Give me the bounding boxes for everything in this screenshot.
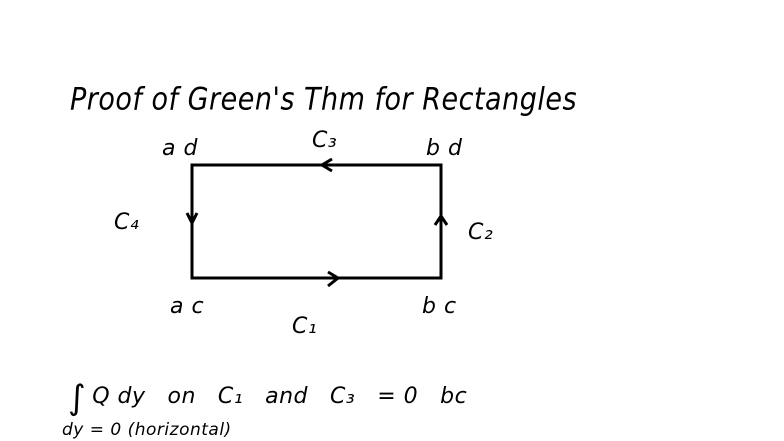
page-title: Proof of Green's Thm for Rectangles — [70, 82, 578, 118]
corner-label-bottom-left: a c — [170, 294, 205, 319]
arrow-right-icon — [327, 270, 341, 288]
corner-label-top-left: a d — [162, 136, 198, 161]
note-line-1: ∫Q dy on C₁ and C₃ = 0 bc — [68, 372, 468, 418]
integral-sign: ∫ — [68, 378, 87, 418]
arrow-down-icon — [185, 212, 199, 227]
arrow-up-icon — [433, 213, 449, 226]
edge-label-c4: C₄ — [114, 210, 140, 235]
edge-label-c2: C₂ — [468, 220, 494, 245]
curve-c1: C₁ — [217, 384, 244, 409]
equals-zero: = 0 — [377, 384, 419, 409]
rectangle-path — [190, 163, 443, 280]
corner-label-top-right: b d — [426, 136, 463, 161]
edge-label-c1: C₁ — [292, 314, 318, 339]
arrow-left-icon — [319, 157, 333, 173]
edge-label-c3: C₃ — [312, 128, 338, 153]
note-line-2: dy = 0 (horizontal) — [62, 420, 232, 440]
word-on: on — [167, 384, 196, 409]
word-bc: bc — [440, 384, 468, 409]
curve-c3: C₃ — [330, 384, 356, 409]
word-and: and — [265, 384, 308, 409]
corner-label-bottom-right: b c — [422, 294, 457, 319]
integrand: Q dy — [92, 384, 146, 409]
